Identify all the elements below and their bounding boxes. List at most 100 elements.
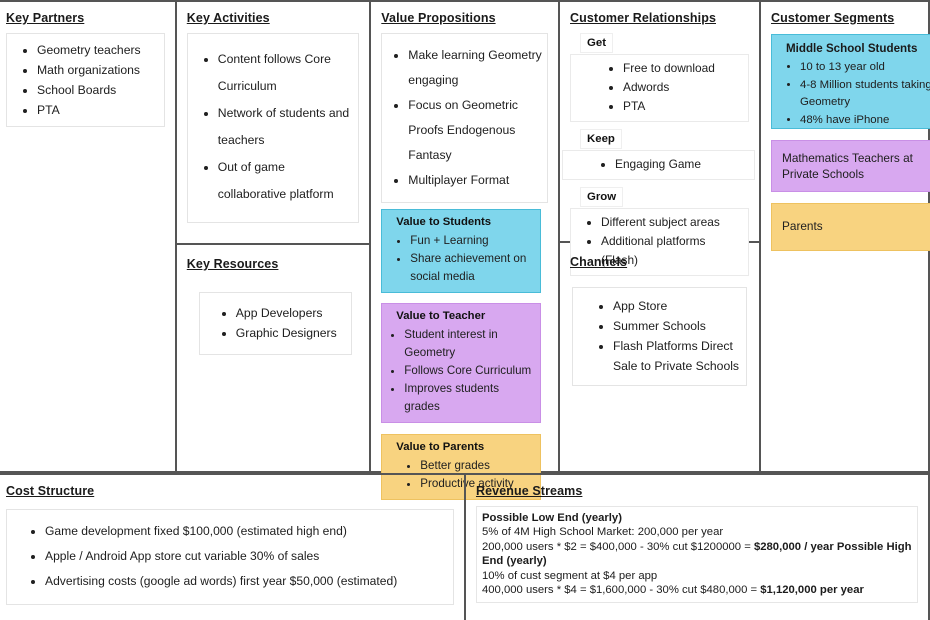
list-item: PTA — [37, 100, 160, 120]
revenue-line-2: 5% of 4M High School Market: 200,000 per… — [481, 526, 724, 539]
get-list: Free to download Adwords PTA — [575, 59, 744, 116]
segment-teachers-text: Mathematics Teachers at Private Schools — [782, 151, 913, 181]
cost-structure-title: Cost Structure — [6, 484, 95, 498]
segment-math-teachers-card: Mathematics Teachers at Private Schools — [771, 140, 930, 192]
get-box: Free to download Adwords PTA — [570, 54, 750, 122]
value-to-teacher-title: Value to Teacher — [396, 310, 486, 322]
cell-customer-segments: Customer Segments Middle School Students… — [761, 2, 930, 471]
revenue-streams-box: Possible Low End (yearly) 5% of 4M High … — [475, 506, 918, 604]
canvas-bottom-row: Cost Structure Game development fixed $1… — [0, 473, 930, 620]
list-item: Apple / Android App store cut variable 3… — [45, 544, 449, 569]
list-item: Graphic Designers — [236, 323, 347, 343]
list-item: Follows Core Curriculum — [404, 362, 536, 380]
value-to-parents-card: Value to Parents Better grades Productiv… — [381, 434, 542, 500]
value-to-teacher-list: Student interest in Geometry Follows Cor… — [386, 326, 536, 416]
keep-list: Engaging Game — [567, 155, 750, 174]
keep-box: Engaging Game — [562, 150, 756, 180]
value-to-students-card: Value to Students Fun + Learning Share a… — [381, 209, 542, 293]
revenue-line-3-bold: $280,000 / year Possible High End (yearl… — [481, 540, 912, 568]
grow-list: Different subject areas Additional platf… — [575, 213, 744, 270]
canvas-top-row: Key Partners Geometry teachers Math orga… — [0, 0, 930, 473]
value-propositions-title: Value Propositions — [381, 11, 496, 25]
channels-list: App Store Summer Schools Flash Platforms… — [577, 296, 742, 376]
cell-revenue-streams: Revenue Streams Possible Low End (yearly… — [466, 475, 928, 620]
value-to-students-list: Fun + Learning Share achievement on soci… — [386, 232, 536, 286]
revenue-line-4: 10% of cust segment at $4 per app — [481, 569, 658, 582]
segment-parents-card: Parents — [771, 203, 930, 251]
value-to-parents-title: Value to Parents — [396, 441, 485, 453]
key-partners-box: Geometry teachers Math organizations Sch… — [6, 33, 165, 127]
get-label: Get — [580, 33, 614, 53]
list-item: App Developers — [236, 303, 347, 323]
cell-customer-relationships: Customer Relationships Get Free to downl… — [560, 2, 760, 276]
list-item: Geometry teachers — [37, 40, 160, 60]
cell-cost-structure: Cost Structure Game development fixed $1… — [0, 475, 466, 620]
cell-key-partners: Key Partners Geometry teachers Math orga… — [0, 2, 177, 471]
revenue-line-3: 200,000 users * $2 = $400,000 - 30% cut … — [482, 540, 912, 569]
revenue-line-5: 400,000 users * $4 = $1,600,000 - 30% cu… — [482, 583, 912, 597]
list-item: Content follows Core Curriculum — [218, 46, 355, 100]
segment-students-title: Middle School Students — [786, 42, 918, 55]
grow-label: Grow — [580, 187, 624, 207]
cost-structure-list: Game development fixed $100,000 (estimat… — [11, 519, 449, 594]
list-item: Free to download — [623, 59, 744, 78]
key-resources-box: App Developers Graphic Designers — [198, 292, 352, 355]
cell-key-activities: Key Activities Content follows Core Curr… — [176, 2, 370, 245]
list-item: Flash Platforms Direct Sale to Private S… — [613, 336, 742, 376]
list-item: Better grades — [420, 457, 536, 475]
list-item: Focus on Geometric Proofs Endogenous Fan… — [408, 93, 543, 168]
cell-customer-relationships-channels: Customer Relationships Get Free to downl… — [560, 2, 762, 471]
cost-structure-box: Game development fixed $100,000 (estimat… — [6, 509, 454, 605]
list-item: Productive activity — [420, 475, 536, 493]
list-item: 4-8 Million students taking Geometry — [800, 77, 930, 112]
list-item: Engaging Game — [615, 155, 750, 174]
revenue-line-5-bold: $1,120,000 per year — [760, 584, 864, 597]
cell-key-activities-resources: Key Activities Content follows Core Curr… — [176, 2, 372, 471]
revenue-line-3-plain: 200,000 users * $2 = $400,000 - 30% cut … — [481, 540, 754, 553]
list-item: App Store — [613, 296, 742, 316]
list-item: School Boards — [37, 80, 160, 100]
key-activities-list: Content follows Core Curriculum Network … — [192, 46, 355, 208]
list-item: Different subject areas — [601, 213, 744, 232]
list-item: Game development fixed $100,000 (estimat… — [45, 519, 449, 544]
revenue-streams-title: Revenue Streams — [475, 484, 583, 498]
channels-box: App Store Summer Schools Flash Platforms… — [572, 287, 748, 386]
list-item: Advertising costs (google ad words) firs… — [45, 569, 449, 594]
revenue-line-1: Possible Low End (yearly) — [481, 512, 622, 524]
list-item: Share achievement on social media — [410, 250, 536, 286]
cell-key-resources: Key Resources App Developers Graphic Des… — [177, 245, 370, 359]
list-item: Multiplayer Format — [408, 168, 543, 193]
key-activities-box: Content follows Core Curriculum Network … — [186, 33, 360, 223]
list-item: 48% have iPhone — [800, 112, 930, 130]
list-item: PTA — [623, 97, 744, 116]
key-resources-list: App Developers Graphic Designers — [204, 303, 347, 343]
list-item: 10 to 13 year old — [800, 59, 930, 77]
keep-label: Keep — [580, 129, 622, 149]
value-propositions-list: Make learning Geometry engaging Focus on… — [386, 43, 543, 193]
value-to-teacher-card: Value to Teacher Student interest in Geo… — [381, 303, 542, 423]
value-propositions-box: Make learning Geometry engaging Focus on… — [381, 33, 549, 203]
list-item: Improves students grades — [404, 380, 536, 416]
list-item: Make learning Geometry engaging — [408, 43, 543, 93]
list-item: Math organizations — [37, 60, 160, 80]
cell-channels: Channels App Store Summer Schools Flash … — [560, 243, 759, 390]
grow-box: Different subject areas Additional platf… — [570, 208, 750, 276]
list-item: Network of students and teachers — [218, 100, 355, 154]
key-resources-title: Key Resources — [186, 257, 279, 271]
revenue-line-5-plain: 400,000 users * $4 = $1,600,000 - 30% cu… — [481, 584, 761, 597]
key-partners-title: Key Partners — [6, 11, 85, 25]
list-item: Fun + Learning — [410, 232, 536, 250]
key-partners-list: Geometry teachers Math organizations Sch… — [11, 40, 160, 120]
channels-title: Channels — [570, 255, 628, 269]
list-item: Adwords — [623, 78, 744, 97]
list-item: Out of game collaborative platform — [218, 154, 355, 208]
value-to-parents-list: Better grades Productive activity — [386, 457, 536, 493]
value-to-students-title: Value to Students — [396, 216, 492, 228]
list-item: Student interest in Geometry — [404, 326, 536, 362]
list-item: Summer Schools — [613, 316, 742, 336]
key-activities-title: Key Activities — [186, 11, 270, 25]
segment-middle-school-students-card: Middle School Students 10 to 13 year old… — [771, 34, 930, 129]
cell-value-propositions: Value Propositions Make learning Geometr… — [371, 2, 561, 500]
customer-relationships-title: Customer Relationships — [570, 11, 716, 25]
